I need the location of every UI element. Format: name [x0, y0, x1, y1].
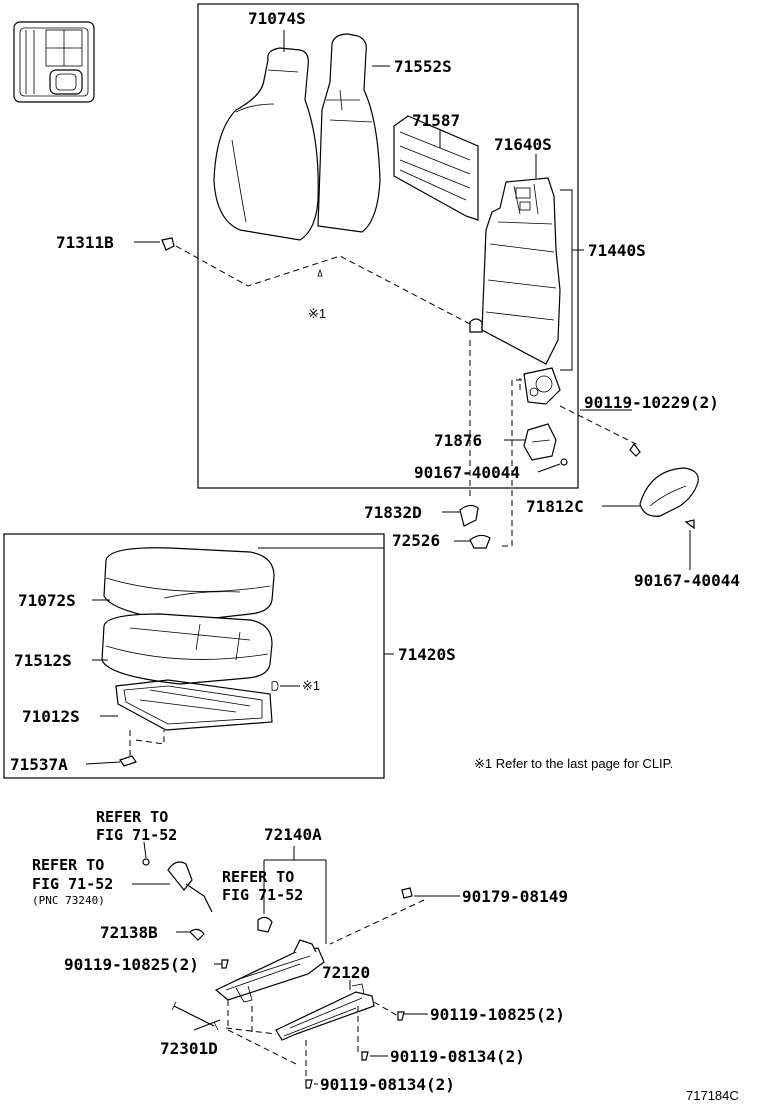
label-71537A: 71537A — [10, 755, 68, 774]
cushion-pad-drawing — [101, 613, 273, 685]
ref1-line1: REFER TO — [96, 808, 168, 826]
ref2-line2: FIG 71-52 — [32, 875, 113, 893]
cushion-part-71537a-drawing — [119, 755, 137, 767]
ref2-line1: REFER TO — [32, 856, 104, 874]
label-71512S: 71512S — [14, 651, 72, 670]
label-71072S: 71072S — [18, 591, 76, 610]
assembly-lines-track — [225, 899, 425, 1080]
label-90119-10825-b: 90119-10825(2) — [430, 1005, 565, 1024]
label-71832D: 71832D — [364, 503, 422, 522]
clip-marker-label-2: ※1 — [302, 678, 320, 693]
label-71420S: 71420S — [398, 645, 456, 664]
ref1-line2: FIG 71-52 — [96, 826, 177, 844]
cover-71832d-drawing — [459, 504, 479, 527]
label-90119-10825-a: 90119-10825(2) — [64, 955, 199, 974]
label-90119-08134-b: 90119-08134(2) — [320, 1075, 455, 1094]
clip-marker-drawing — [317, 268, 323, 277]
seatback-cover-drawing — [213, 47, 319, 241]
seatback-pad-drawing — [317, 33, 381, 233]
clip-71311b-drawing — [161, 237, 175, 251]
label-71812C: 71812C — [526, 497, 584, 516]
leader-lines-cushion — [85, 547, 394, 765]
label-72526: 72526 — [392, 531, 440, 550]
label-72301D: 72301D — [160, 1039, 218, 1058]
clip-marker-label: ※1 — [308, 306, 326, 321]
cushion-cover-drawing — [103, 547, 275, 623]
label-90179-08149: 90179-08149 — [462, 887, 568, 906]
cushion-frame-drawing — [115, 679, 273, 731]
cover-72526-drawing — [469, 534, 491, 549]
small-parts-track — [142, 858, 413, 1089]
label-71311B: 71311B — [56, 233, 114, 252]
handle-72120-drawing — [167, 861, 213, 913]
label-71012S: 71012S — [22, 707, 80, 726]
label-71552S: 71552S — [394, 57, 452, 76]
part-labels: 71074S 71552S 71587 71640S 71440S 71311B… — [10, 9, 740, 1103]
label-72138B: 72138B — [100, 923, 158, 942]
label-71587: 71587 — [412, 111, 460, 130]
screw-90167-b-drawing — [684, 519, 695, 530]
assembly-lines-cushion — [129, 730, 165, 756]
cushion-group-frame — [3, 533, 385, 779]
recliner-cover-drawing — [523, 423, 557, 461]
label-72140A: 72140A — [264, 825, 322, 844]
label-90119-10229: 90119-10229(2) — [584, 393, 719, 412]
clip-note: ※1 Refer to the last page for CLIP. — [474, 756, 673, 771]
seatback-group-frame — [197, 3, 579, 489]
label-71440S: 71440S — [588, 241, 646, 260]
ref2-line3: (PNC 73240) — [32, 894, 105, 907]
figure-code: 717184C — [686, 1088, 739, 1103]
label-90167-40044-b: 90167-40044 — [634, 571, 740, 590]
seat-track-lower-drawing — [275, 983, 375, 1041]
screw-90167-a-drawing — [560, 458, 568, 466]
seatback-panel-drawing — [393, 115, 479, 221]
label-71640S: 71640S — [494, 135, 552, 154]
leader-lines-top — [134, 30, 691, 570]
label-90167-40044-a: 90167-40044 — [414, 463, 520, 482]
vehicle-locator-icon — [13, 21, 95, 103]
ref3-line2: FIG 71-52 — [222, 886, 303, 904]
label-71074S: 71074S — [248, 9, 306, 28]
screw-90119-10229-drawing — [629, 442, 641, 457]
recliner-drawing — [523, 367, 561, 405]
assembly-lines-top — [175, 245, 637, 547]
label-71876: 71876 — [434, 431, 482, 450]
leader-lines-track — [132, 841, 460, 1085]
seatback-frame-drawing — [469, 177, 561, 365]
label-90119-08134-a: 90119-08134(2) — [390, 1047, 525, 1066]
seat-track-upper-drawing — [214, 939, 325, 1003]
label-72120: 72120 — [322, 963, 370, 982]
cushion-clip-drawing — [271, 681, 279, 691]
recliner-knob-drawing — [639, 467, 699, 517]
ref3-line1: REFER TO — [222, 868, 294, 886]
